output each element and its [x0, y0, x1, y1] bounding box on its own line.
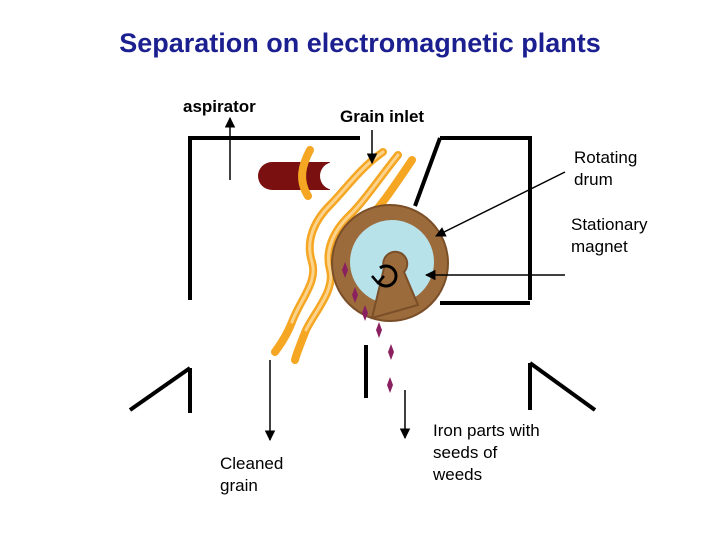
iron-parts-label: Iron parts with seeds of weeds: [433, 421, 540, 484]
grain-inlet-label: Grain inlet: [340, 107, 425, 126]
aspirator-pipe: [258, 162, 348, 190]
rotation-arrow-icon: [371, 264, 398, 288]
stationary-magnet: [370, 250, 420, 320]
drum-pointer: [435, 171, 566, 237]
annotation-arrows: [224, 116, 566, 442]
rotating-drum-label: Rotating drum: [574, 148, 638, 189]
cleaned-grain-label: Cleaned grain: [220, 454, 284, 495]
housing-frame: [128, 136, 597, 413]
aspirator-label: aspirator: [183, 97, 256, 116]
iron-particles: [342, 262, 394, 393]
page-title: Separation on electromagnetic plants: [119, 28, 601, 58]
stationary-magnet-label: Stationary magnet: [571, 215, 648, 256]
